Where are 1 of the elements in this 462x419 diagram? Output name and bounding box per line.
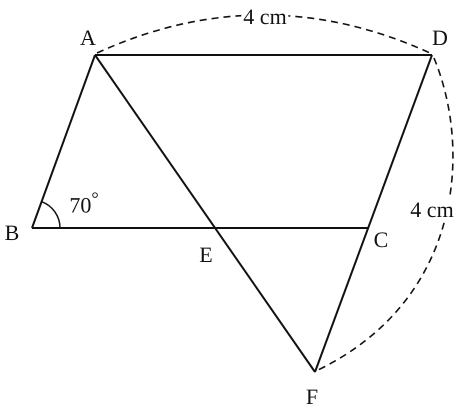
dimension-label: 4 cm xyxy=(408,199,456,221)
